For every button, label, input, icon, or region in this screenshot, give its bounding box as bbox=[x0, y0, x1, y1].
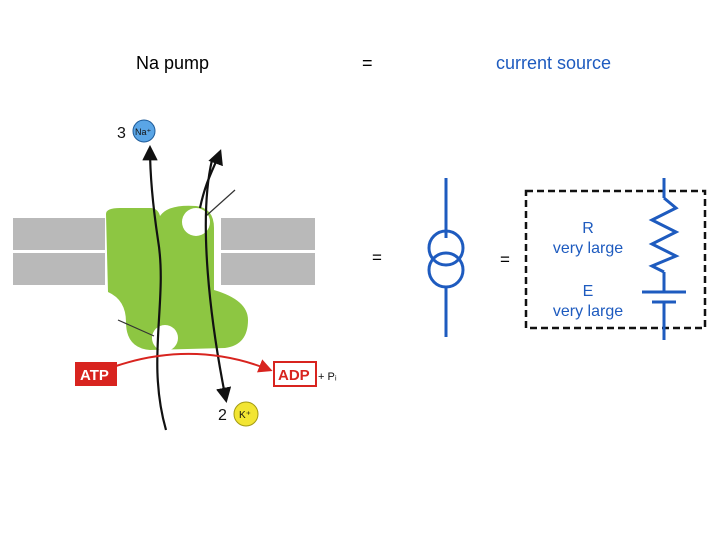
pointer-line-top bbox=[205, 189, 236, 217]
adp-label: ADP bbox=[278, 367, 310, 384]
equals-sign-1: = bbox=[372, 248, 382, 267]
membrane-left bbox=[13, 218, 105, 285]
atp-adp-arrow bbox=[115, 352, 273, 373]
na-binding-pocket bbox=[182, 208, 210, 236]
na-ion-label: Na⁺ bbox=[135, 127, 152, 137]
na-arrow-left bbox=[142, 144, 168, 431]
na-ion-icon bbox=[132, 119, 156, 143]
k-binding-pocket bbox=[152, 325, 178, 351]
battery-symbol bbox=[642, 290, 686, 340]
equals-sign-2: = bbox=[500, 250, 510, 269]
current-source-symbol bbox=[427, 178, 465, 337]
pointer-line-bottom bbox=[117, 319, 155, 337]
resistor-label-block: R very large bbox=[540, 219, 636, 259]
title-current-source: current source bbox=[496, 53, 612, 73]
atp-label: ATP bbox=[80, 367, 109, 384]
equivalent-circuit-box bbox=[524, 189, 707, 330]
k-arrow bbox=[204, 159, 232, 404]
membrane-right bbox=[221, 218, 315, 285]
adp-box bbox=[273, 361, 317, 387]
k-ion-icon bbox=[233, 401, 259, 427]
resistor-label: R bbox=[582, 220, 594, 237]
na-arrow-right bbox=[198, 149, 223, 209]
battery-label: E bbox=[582, 283, 594, 300]
battery-label-block: E very large bbox=[540, 282, 636, 322]
title-equals: = bbox=[362, 53, 373, 73]
battery-desc: very large bbox=[552, 303, 624, 320]
k-count: 2 bbox=[218, 407, 227, 424]
na-count: 3 bbox=[117, 125, 126, 142]
atp-box bbox=[75, 362, 117, 386]
resistor-symbol bbox=[648, 178, 680, 292]
k-ion-label: K⁺ bbox=[239, 410, 251, 421]
resistor-desc: very large bbox=[552, 240, 624, 257]
pi-label: + Pᵢ bbox=[318, 371, 337, 383]
title-na-pump: Na pump bbox=[136, 53, 210, 73]
